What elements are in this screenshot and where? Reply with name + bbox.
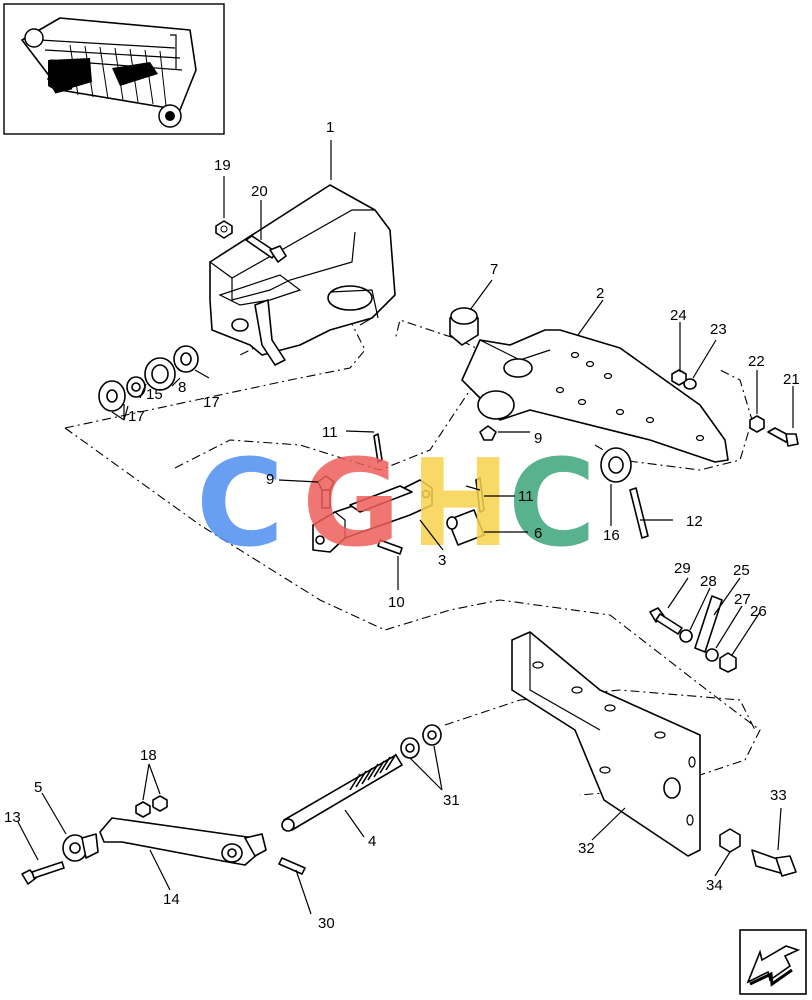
callout-6: 6 [534,525,542,542]
callout-7: 7 [490,261,498,278]
callout-9-right: 9 [534,430,542,447]
callout-4: 4 [368,833,376,850]
phantom-outline-lower-right [444,689,756,731]
part-2-arm-plate[interactable] [461,329,729,463]
part-27-washer[interactable] [705,648,719,662]
part-25-link[interactable] [694,595,723,653]
callout-19: 19 [214,157,231,174]
callout-8: 8 [178,379,186,396]
callout-17-b: 17 [203,394,220,411]
part-18-nut-a[interactable] [135,801,151,818]
part-8-bearing[interactable] [144,357,176,391]
callout-27: 27 [734,591,751,608]
phantom-outline-middle [174,319,501,471]
part-19-nut[interactable] [215,220,233,239]
part-31-washer-b[interactable] [422,724,442,746]
part-29-bolt[interactable] [649,607,683,635]
callout-16: 16 [603,527,620,544]
callout-10: 10 [388,594,405,611]
watermark: C G H C [196,435,596,574]
part-11-cotter-pin-right[interactable] [475,477,485,513]
part-4-spring-rod[interactable] [281,753,403,832]
callout-32: 32 [578,840,595,857]
callout-30: 30 [318,915,335,932]
callout-labels: 1 2 3 4 5 6 7 8 9 9 10 11 11 12 13 14 15… [4,119,800,932]
callout-23: 23 [710,321,727,338]
part-30-pin[interactable] [278,857,306,875]
part-23-washer[interactable] [683,378,697,390]
part-26-nut[interactable] [719,652,737,673]
part-9-grease-fitting-left[interactable] [317,475,335,509]
phantom-outline-arm [594,369,753,471]
part-11-cotter-pin-left[interactable] [373,433,383,463]
part-33-bolt[interactable] [751,849,797,877]
part-18-nut-b[interactable] [152,795,168,812]
part-32-support-plate[interactable] [511,631,701,857]
part-28-washer[interactable] [679,629,693,643]
watermark-letter-3: H [410,435,510,574]
callout-11-left: 11 [322,424,338,441]
leader-lines [17,140,794,915]
next-page-arrow-icon[interactable] [739,929,807,995]
callout-18: 18 [140,747,157,764]
watermark-letter-1: C [196,435,284,574]
callout-1: 1 [326,119,334,136]
callout-20: 20 [251,183,268,200]
callout-28: 28 [700,573,717,590]
part-1-mounting-bracket[interactable] [209,184,396,366]
callout-11-right: 11 [518,488,534,505]
part-10-pin[interactable] [377,539,403,555]
callout-12: 12 [686,513,703,530]
callout-17-a: 17 [128,408,145,425]
callout-5: 5 [34,779,42,796]
callout-34: 34 [706,877,723,894]
phantom-outline-upper [64,309,366,429]
part-34-nut[interactable] [719,828,741,853]
callout-13: 13 [4,809,21,826]
part-9-grease-fitting-right[interactable] [479,425,497,441]
part-16-washer[interactable] [600,447,632,483]
part-17-washer-right[interactable] [173,345,199,373]
part-13-bolt[interactable] [21,861,65,885]
callout-33: 33 [770,787,787,804]
part-3-latch[interactable] [312,479,433,553]
part-12-clip[interactable] [629,487,649,539]
part-31-washer-a[interactable] [400,737,420,759]
callout-31: 31 [443,792,460,809]
part-14-lever-arm[interactable] [99,817,267,866]
callout-14: 14 [163,891,180,908]
callout-29: 29 [674,560,691,577]
part-6-pin[interactable] [446,509,485,546]
baler-machine-inset-icon[interactable] [3,3,225,135]
callout-26: 26 [750,603,767,620]
part-7-bushing[interactable] [449,307,479,346]
part-21-bolt[interactable] [767,427,799,447]
part-20-bolt[interactable] [245,235,287,263]
part-17-washer-left[interactable] [98,380,126,412]
callout-9-left: 9 [266,471,274,488]
callout-22: 22 [748,353,765,370]
callout-2: 2 [596,285,604,302]
part-5-bushing[interactable] [62,833,99,862]
callout-21: 21 [783,371,800,388]
callout-15: 15 [146,386,163,403]
callout-24: 24 [670,307,687,324]
part-22-nut[interactable] [749,415,765,433]
callout-3: 3 [438,552,446,569]
watermark-letter-2: G [302,435,401,574]
callout-25: 25 [733,562,750,579]
watermark-letter-4: C [508,435,596,574]
